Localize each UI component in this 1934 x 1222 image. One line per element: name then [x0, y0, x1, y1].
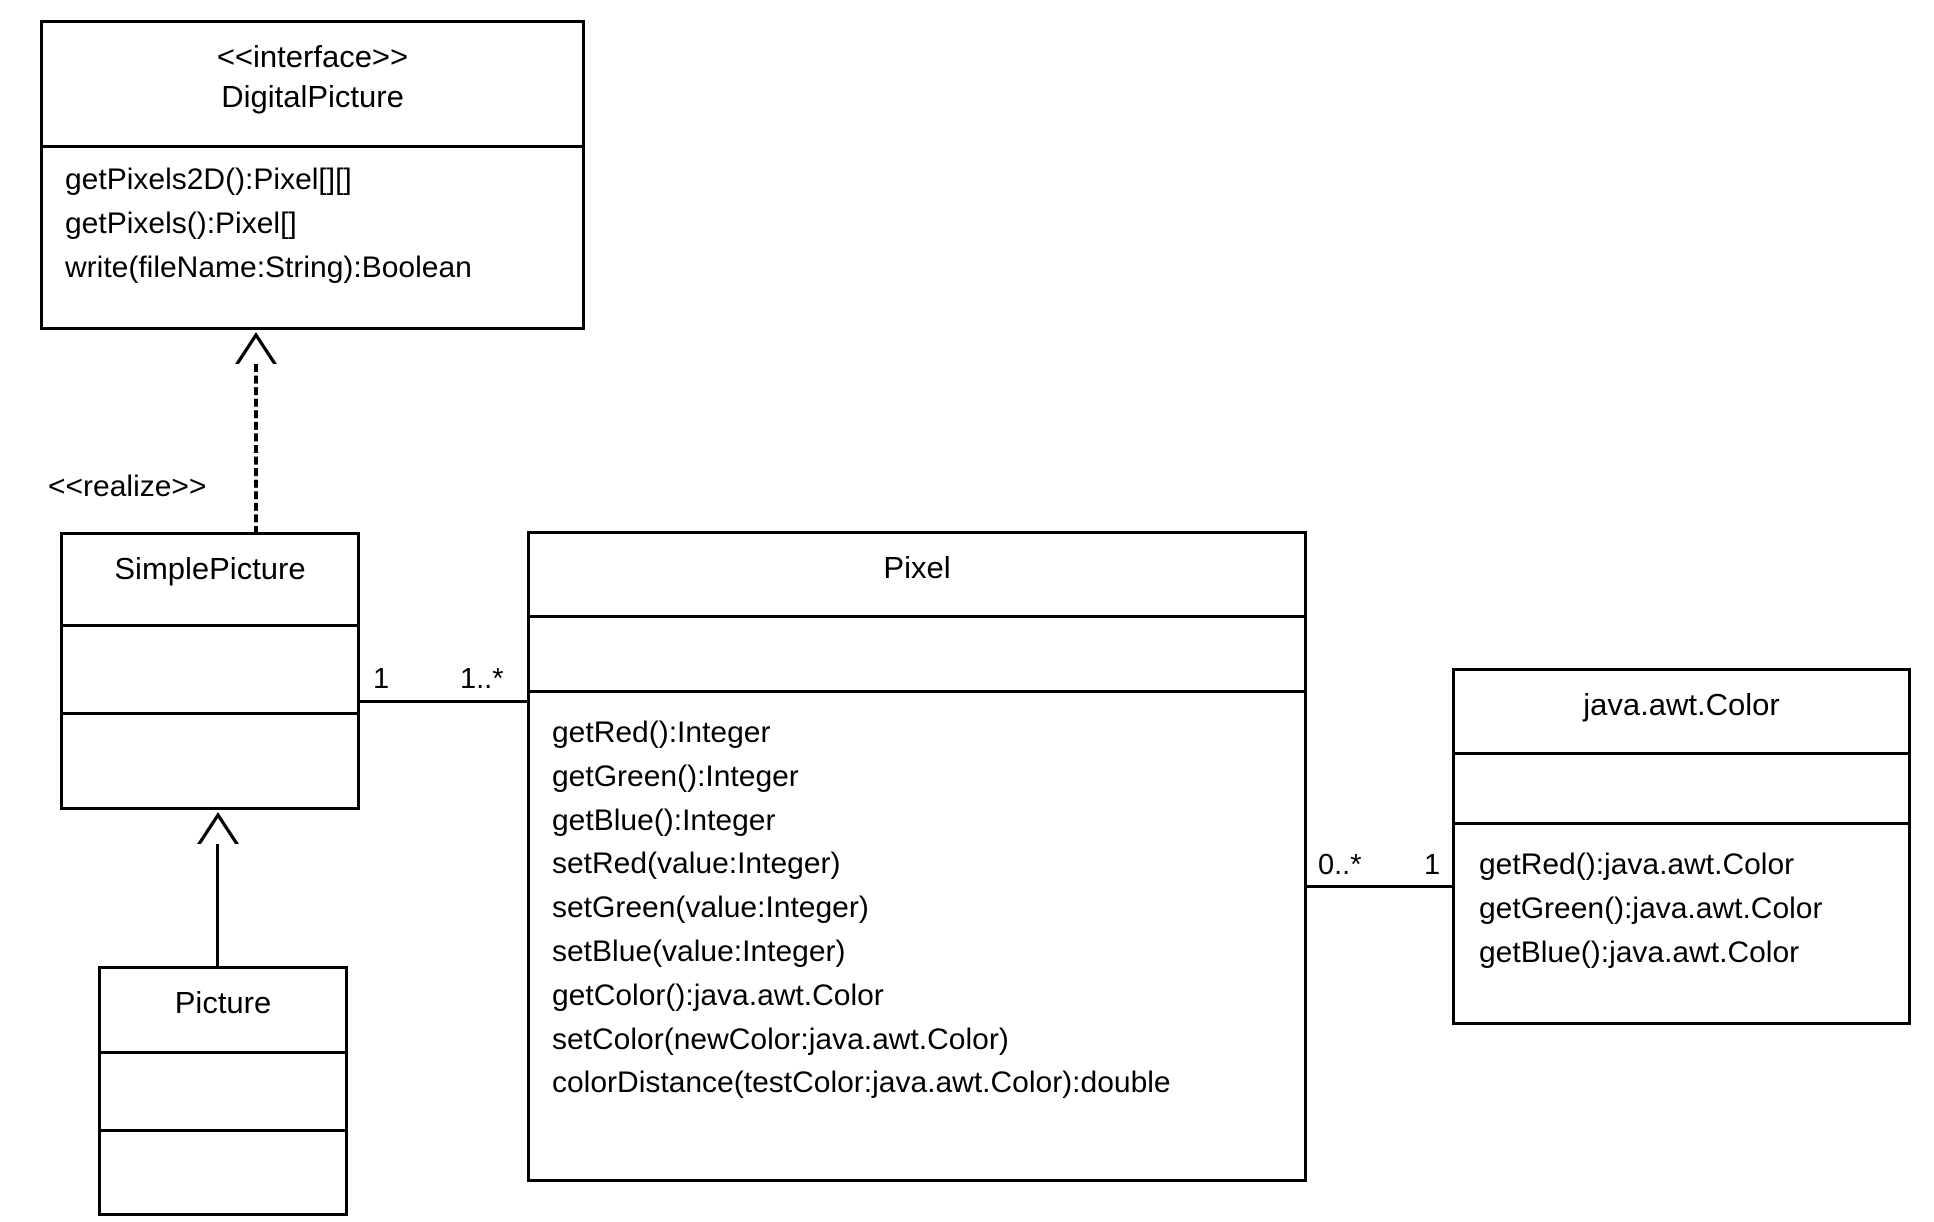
- empty-compartment: [101, 1132, 345, 1213]
- empty-compartment: [63, 715, 357, 807]
- class-methods-pixel: getRed():Integer getGreen():Integer getB…: [530, 693, 1304, 1179]
- class-box-digital-picture[interactable]: <<interface>> DigitalPicture getPixels2D…: [40, 20, 585, 330]
- association-line-simplepicture-pixel: [358, 700, 530, 703]
- class-header-picture: Picture: [101, 969, 345, 1054]
- method-item: setBlue(value:Integer): [552, 934, 846, 968]
- method-item: getColor():java.awt.Color: [552, 978, 884, 1012]
- class-header-digital-picture: <<interface>> DigitalPicture: [43, 23, 582, 148]
- method-item: getRed():Integer: [552, 716, 771, 749]
- method-item: setRed(value:Integer): [552, 847, 841, 881]
- class-attributes-awt-color: [1455, 755, 1908, 825]
- empty-compartment: [63, 627, 357, 712]
- class-name-simple-picture: SimplePicture: [114, 551, 306, 586]
- method-item: getRed():java.awt.Color: [1479, 848, 1795, 881]
- class-name-pixel: Pixel: [883, 550, 951, 585]
- class-attributes-pixel: [530, 618, 1304, 693]
- class-title-digital-picture: <<interface>> DigitalPicture: [43, 23, 582, 116]
- class-name-awt-color: java.awt.Color: [1583, 687, 1780, 722]
- method-item: getPixels():Pixel[]: [65, 206, 297, 240]
- class-name-digital-picture: DigitalPicture: [221, 78, 404, 114]
- class-title-picture: Picture: [101, 969, 345, 1023]
- association-line-pixel-color: [1305, 885, 1453, 888]
- method-item: getGreen():java.awt.Color: [1479, 891, 1823, 925]
- method-item: getGreen():Integer: [552, 759, 799, 793]
- class-box-simple-picture[interactable]: SimplePicture: [60, 532, 360, 810]
- class-header-awt-color: java.awt.Color: [1455, 671, 1908, 755]
- class-title-awt-color: java.awt.Color: [1455, 671, 1908, 725]
- multiplicity-simplepicture-target: 1..*: [460, 663, 504, 695]
- realize-dashed-line: [254, 364, 258, 534]
- class-attributes-simple-picture: [63, 627, 357, 715]
- method-item: setColor(newColor:java.awt.Color): [552, 1022, 1009, 1056]
- class-box-pixel[interactable]: Pixel getRed():Integer getGreen():Intege…: [527, 531, 1307, 1182]
- class-methods-simple-picture: [63, 715, 357, 807]
- empty-compartment: [101, 1054, 345, 1129]
- method-item: write(fileName:String):Boolean: [65, 250, 472, 284]
- class-header-simple-picture: SimplePicture: [63, 535, 357, 627]
- class-name-picture: Picture: [174, 985, 272, 1020]
- method-item: getBlue():java.awt.Color: [1479, 935, 1800, 969]
- class-attributes-picture: [101, 1054, 345, 1132]
- realize-label: <<realize>>: [48, 470, 207, 503]
- class-stereotype-digital-picture: <<interface>>: [216, 39, 409, 74]
- class-header-pixel: Pixel: [530, 534, 1304, 618]
- method-item: getBlue():Integer: [552, 803, 776, 837]
- class-methods-digital-picture: getPixels2D():Pixel[][] getPixels():Pixe…: [43, 148, 582, 327]
- class-box-picture[interactable]: Picture: [98, 966, 348, 1216]
- class-methods-awt-color: getRed():java.awt.Color getGreen():java.…: [1455, 825, 1908, 1022]
- method-item: setGreen(value:Integer): [552, 891, 869, 925]
- class-box-awt-color[interactable]: java.awt.Color getRed():java.awt.Color g…: [1452, 668, 1911, 1025]
- method-item: colorDistance(testColor:java.awt.Color):…: [552, 1066, 1171, 1100]
- multiplicity-pixel-target: 1: [1424, 849, 1441, 881]
- multiplicity-simplepicture-source: 1: [373, 663, 390, 695]
- class-methods-picture: [101, 1132, 345, 1213]
- class-title-pixel: Pixel: [530, 534, 1304, 588]
- multiplicity-pixel-source: 0..*: [1318, 849, 1362, 881]
- empty-compartment: [530, 618, 1304, 690]
- empty-compartment: [1455, 755, 1908, 822]
- method-item: getPixels2D():Pixel[][]: [65, 163, 352, 196]
- class-title-simple-picture: SimplePicture: [63, 535, 357, 589]
- generalization-line: [216, 844, 219, 969]
